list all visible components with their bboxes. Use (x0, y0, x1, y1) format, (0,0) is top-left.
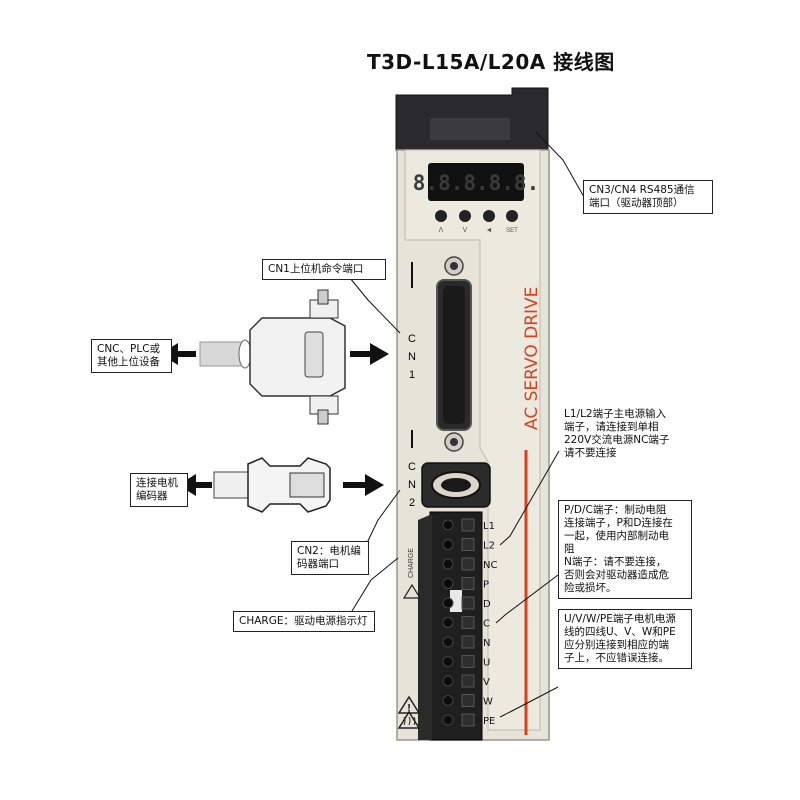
terminal-slot-pe (461, 713, 475, 727)
display-panel (428, 163, 524, 201)
callout-cn2-port: CN2：电机编 码器端口 (291, 541, 369, 575)
cn1-label-n: N (408, 351, 416, 363)
cn2-label-n: N (408, 479, 416, 491)
leader-lines (349, 131, 585, 718)
terminal-label-l2: L2 (483, 541, 495, 552)
terminal-slot-w (461, 694, 475, 707)
terminal-screw-l2[interactable] (442, 539, 454, 550)
terminal-slot-nc (461, 557, 475, 571)
terminal-screw-nc[interactable] (442, 558, 454, 570)
terminal-slot-l2 (461, 538, 475, 551)
key-label-down: V (463, 227, 468, 234)
terminal-label-nc: NC (483, 560, 497, 571)
terminal-slot-p (461, 577, 475, 590)
callout-cn1-port: CN1上位机命令端口 (262, 259, 386, 280)
terminal-slot-u (461, 655, 475, 668)
callout-charge: CHARGE：驱动电源指示灯 (233, 611, 375, 632)
shift-key[interactable] (483, 210, 495, 222)
set-key[interactable] (506, 210, 518, 222)
page-title: T3D-L15A/L20A 接线图 (367, 50, 615, 74)
display-digits: 8.8.8.8.8. (413, 171, 539, 195)
cn1-port (436, 256, 472, 452)
drive-brand: AC SERVO DRIVE (522, 287, 542, 430)
terminal-slot-v (461, 674, 475, 688)
terminal-slot-n (461, 635, 475, 649)
terminal-screw-d[interactable] (442, 597, 454, 609)
callout-cnc-plc: CNC、PLC或 其他上位设备 (91, 339, 172, 373)
terminal-slot-c (461, 616, 475, 629)
terminal-label-pe: PE (483, 716, 495, 727)
terminal-slot-d (461, 596, 475, 610)
terminal-slot-l1 (461, 518, 475, 532)
cn1-label-1: 1 (409, 369, 415, 381)
callout-power-terminals: L1/L2端子主电源输入 端子，请连接到单相 220V交流电源NC端子 请不要连… (564, 408, 670, 459)
callout-cn34-rs485: CN3/CN4 RS485通信 端口（驱动器顶部） (583, 180, 713, 214)
terminal-label-c: C (483, 619, 490, 630)
terminal-screw-n[interactable] (442, 636, 454, 648)
cn1-label-c: C (408, 333, 416, 345)
terminal-screw-w[interactable] (442, 695, 454, 706)
cn2-label-c: C (408, 461, 416, 473)
terminal-label-p: P (483, 580, 489, 591)
terminal-label-l1: L1 (483, 521, 495, 532)
servo-drive: 8.8.8.8.8. Λ V ◄ SET AC SERVO DRIVE C N (395, 87, 550, 741)
terminal-screw-p[interactable] (442, 578, 454, 589)
up-key[interactable] (435, 210, 447, 222)
charge-label: CHARGE (408, 548, 415, 578)
terminal-label-v: V (483, 677, 490, 688)
key-label-up: Λ (439, 227, 444, 234)
terminal-screw-u[interactable] (442, 656, 454, 667)
shock-warning-icon (402, 583, 422, 599)
terminal-label-u: U (483, 658, 490, 669)
key-label-set: SET (506, 228, 518, 234)
cn2-label-2: 2 (409, 497, 415, 509)
callout-motor-encoder: 连接电机 编码器 (130, 473, 188, 507)
terminal-screw-c[interactable] (442, 617, 454, 628)
key-label-shift: ◄ (486, 227, 493, 234)
callout-brake-terminals: P/D/C端子：制动电阻 连接端子，P和D连接在 一起，使用内部制动电 阻 N端… (558, 500, 692, 599)
callout-motor-terminals: U/V/W/PE端子电机电源 线的四线U、V、W和PE 应分别连接到相应的端 子… (558, 609, 692, 669)
terminal-screw-pe[interactable] (442, 714, 454, 726)
svg-text:!: ! (407, 703, 410, 714)
terminal-screw-l1[interactable] (442, 519, 454, 531)
hot-surface-icon (397, 710, 421, 729)
terminal-label-w: W (483, 697, 493, 708)
terminal-screw-v[interactable] (442, 675, 454, 687)
terminal-label-d: D (483, 599, 491, 610)
terminal-label-n: N (483, 638, 490, 649)
cn1-cable-connector (199, 289, 346, 425)
cn2-cable-connector (213, 457, 331, 513)
cn2-port (421, 462, 491, 508)
keypad: Λ V ◄ SET (435, 210, 518, 234)
down-key[interactable] (459, 210, 471, 222)
